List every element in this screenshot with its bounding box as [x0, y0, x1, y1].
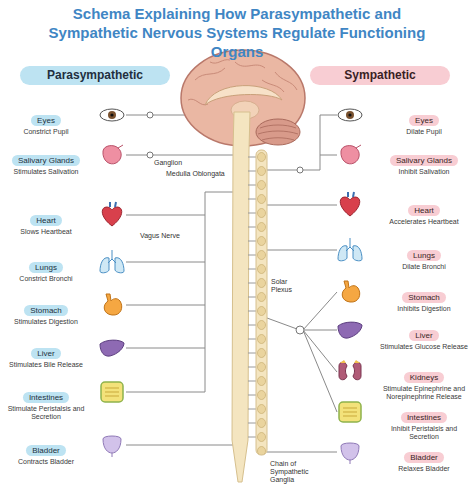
organ-name: Salivary Glands	[12, 155, 80, 166]
sympathetic-chain	[256, 150, 267, 455]
organ-label: LungsDilate Bronchi	[378, 244, 470, 271]
organ-label: LiverStimulates Glucose Release	[378, 324, 470, 351]
bladder-icon	[103, 436, 121, 457]
intestines-icon	[101, 382, 123, 402]
organ-effect: Inhibit Peristalsis and Secretion	[378, 425, 470, 441]
diagram-title: Schema Explaining How Parasympathetic an…	[37, 4, 437, 61]
heart-icon	[340, 192, 359, 216]
organ-effect: Relaxes Bladder	[378, 465, 470, 473]
organ-name: Stomach	[402, 292, 446, 303]
anatomy-label: Ganglion	[154, 159, 194, 167]
lungs-icon	[100, 250, 124, 273]
organ-effect: Accelerates Heartbeat	[378, 218, 470, 226]
organ-name: Eyes	[31, 115, 61, 126]
organ-effect: Inhibit Salivation	[378, 168, 470, 176]
organ-effect: Stimulates Salivation	[4, 168, 88, 176]
organ-name: Bladder	[404, 452, 444, 463]
liver-icon	[338, 322, 362, 338]
organ-effect: Dilate Bronchi	[378, 263, 470, 271]
organ-name: Salivary Glands	[390, 155, 458, 166]
division-header: Parasympathetic	[20, 66, 170, 85]
stomach-icon	[342, 281, 360, 302]
organ-name: Liver	[409, 330, 438, 341]
division-header: Sympathetic	[310, 66, 450, 85]
organ-label: KidneysStimulate Epinephrine and Norepin…	[378, 366, 470, 401]
anatomy-label: Medulla Oblongata	[166, 170, 230, 178]
organ-label: IntestinesStimulate Peristalsis and Secr…	[4, 386, 88, 421]
organ-name: Intestines	[401, 412, 447, 423]
organ-name: Heart	[408, 205, 440, 216]
organ-effect: Contracts Bladder	[4, 458, 88, 466]
salivary-icon	[103, 145, 123, 164]
parasympathetic-wires	[126, 115, 233, 445]
organ-label: HeartAccelerates Heartbeat	[378, 199, 470, 226]
anatomy-label: Chain of Sympathetic Ganglia	[270, 460, 325, 484]
salivary-icon	[341, 145, 361, 164]
lungs-icon	[338, 238, 362, 261]
anatomy-label: Vagus Nerve	[140, 232, 200, 240]
sympathetic-wires	[267, 115, 337, 452]
organ-label: EyesConstrict Pupil	[4, 109, 88, 136]
organ-name: Heart	[30, 215, 62, 226]
organ-effect: Stimulate Epinephrine and Norepinephrine…	[378, 385, 470, 401]
organ-name: Eyes	[409, 115, 439, 126]
organ-label: StomachInhibits Digestion	[378, 286, 470, 313]
organ-label: Salivary GlandsStimulates Salivation	[4, 149, 88, 176]
organ-label: StomachStimulates Digestion	[4, 299, 88, 326]
organ-effect: Stimulates Glucose Release	[378, 343, 470, 351]
header-text: Sympathetic	[344, 68, 415, 82]
organ-label: BladderContracts Bladder	[4, 439, 88, 466]
bladder-icon	[341, 443, 359, 464]
heart-icon	[102, 202, 121, 226]
organ-label: BladderRelaxes Bladder	[378, 446, 470, 473]
organ-name: Liver	[31, 348, 60, 359]
eye-icon	[100, 109, 124, 121]
organ-name: Bladder	[26, 445, 66, 456]
anatomy-label: Solar Plexus	[271, 278, 301, 294]
stomach-icon	[104, 294, 122, 315]
organ-effect: Slows Heartbeat	[4, 228, 88, 236]
organ-effect: Constrict Bronchi	[4, 275, 88, 283]
organ-name: Stomach	[24, 305, 68, 316]
eye-icon	[338, 109, 362, 121]
organ-effect: Stimulates Digestion	[4, 318, 88, 326]
chain-connections	[248, 150, 256, 450]
organ-effect: Dilate Pupil	[378, 128, 470, 136]
kidneys-icon	[339, 360, 361, 380]
organ-label: Salivary GlandsInhibit Salivation	[378, 149, 470, 176]
liver-icon	[100, 340, 124, 356]
organ-label: EyesDilate Pupil	[378, 109, 470, 136]
organ-name: Intestines	[23, 392, 69, 403]
organ-label: IntestinesInhibit Peristalsis and Secret…	[378, 406, 470, 441]
organ-label: LiverStimulates Bile Release	[4, 342, 88, 369]
organ-effect: Stimulates Bile Release	[4, 361, 88, 369]
organ-effect: Constrict Pupil	[4, 128, 88, 136]
intestines-icon	[339, 402, 361, 422]
organ-name: Kidneys	[404, 372, 444, 383]
organ-label: HeartSlows Heartbeat	[4, 209, 88, 236]
cerebellum	[256, 119, 300, 145]
organ-label: LungsConstrict Bronchi	[4, 256, 88, 283]
organ-effect: Inhibits Digestion	[378, 305, 470, 313]
organ-name: Lungs	[407, 250, 441, 261]
spinal-cord	[232, 112, 250, 482]
organ-effect: Stimulate Peristalsis and Secretion	[4, 405, 88, 421]
ganglion-dots	[147, 112, 304, 334]
header-text: Parasympathetic	[47, 68, 143, 82]
organ-name: Lungs	[29, 262, 63, 273]
